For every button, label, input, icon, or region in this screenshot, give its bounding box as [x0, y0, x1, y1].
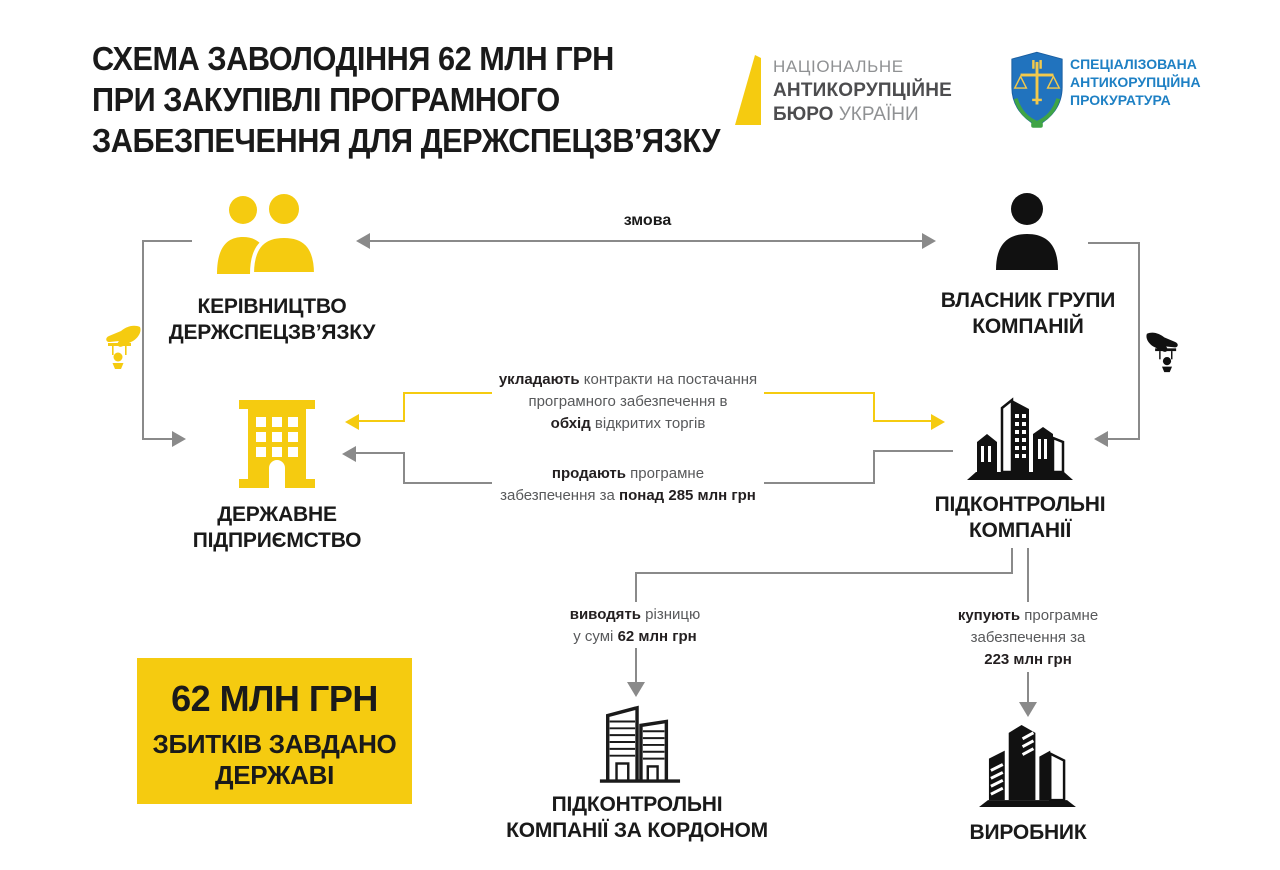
arrowhead-left-icon [1094, 431, 1108, 447]
buildings-skyline-icon [965, 392, 1075, 482]
line-segment [142, 240, 192, 242]
nabu-line-3: БЮРО УКРАЇНИ [773, 104, 919, 125]
title-line-2: ПРИ ЗАКУПІВЛІ ПРОГРАМНОГО [92, 81, 560, 118]
building-icon [236, 400, 318, 488]
nabu-line-2: АНТИКОРУПЦІЙНЕ [773, 80, 952, 101]
node-label-controlled-companies: ПІДКОНТРОЛЬНІ КОМПАНІЇ [934, 493, 1106, 542]
line-segment [1011, 548, 1013, 574]
line-segment [368, 240, 924, 242]
damage-caption: ЗБИТКІВ ЗАВДАНО ДЕРЖАВІ [152, 729, 397, 790]
contracts-note: укладають контракти на постачання програ… [492, 369, 764, 435]
line-segment [873, 450, 953, 452]
title-line-3: ЗАБЕЗПЕЧЕННЯ ДЛЯ ДЕРЖСПЕЦЗВ’ЯЗКУ [92, 122, 720, 159]
line-segment [1138, 242, 1140, 440]
two-person-icon [212, 194, 324, 274]
arrowhead-right-icon [922, 233, 936, 249]
node-label-offshore-companies: ПІДКОНТРОЛЬНІ КОМПАНІЇ ЗА КОРДОНОМ [506, 793, 768, 842]
line-segment [635, 572, 637, 602]
line-segment [403, 452, 405, 484]
puppeteer-hand-icon [1146, 330, 1188, 374]
line-segment [1027, 548, 1029, 602]
sap-logo-text: СПЕЦІАЛІЗОВАНА АНТИКОРУПЦІЙНА ПРОКУРАТУР… [1070, 55, 1201, 109]
arrowhead-down-icon [627, 682, 645, 697]
node-label-manufacturer: ВИРОБНИК [969, 821, 1087, 844]
damage-amount: 62 МЛН ГРН [171, 678, 378, 719]
sap-line-1: СПЕЦІАЛІЗОВАНА [1070, 56, 1197, 72]
title-line-1: СХЕМА ЗАВОЛОДІННЯ 62 МЛН ГРН [92, 40, 614, 77]
withdraw-note: виводять різницю у сумі 62 млн грн [535, 604, 735, 648]
sap-emblem-icon [1008, 50, 1066, 130]
line-segment [1108, 438, 1140, 440]
sap-line-2: АНТИКОРУПЦІЙНА [1070, 74, 1201, 90]
line-segment [403, 392, 405, 422]
line-segment [1027, 672, 1029, 702]
conspiracy-label: змова [623, 212, 672, 229]
line-segment [635, 572, 1013, 574]
arrowhead-left-icon [345, 414, 359, 430]
person-icon [991, 192, 1063, 270]
arrowhead-right-icon [931, 414, 945, 430]
line-segment [356, 452, 405, 454]
arrowhead-left-icon [342, 446, 356, 462]
line-segment [1088, 242, 1140, 244]
damage-box: 62 МЛН ГРН ЗБИТКІВ ЗАВДАНО ДЕРЖАВІ [137, 658, 412, 804]
line-segment [873, 420, 933, 422]
page-title: СХЕМА ЗАВОЛОДІННЯ 62 МЛН ГРН ПРИ ЗАКУПІВ… [92, 38, 720, 161]
node-label-leadership: КЕРІВНИЦТВО ДЕРЖСПЕЦЗВ’ЯЗКУ [168, 295, 376, 344]
arrowhead-left-icon [356, 233, 370, 249]
sell-note: продають програмне забезпечення за понад… [492, 463, 764, 507]
line-segment [873, 392, 875, 422]
node-label-owner: ВЛАСНИК ГРУПИ КОМПАНІЙ [940, 289, 1116, 338]
buildings-skyline-icon [979, 721, 1076, 808]
node-label-state-enterprise: ДЕРЖАВНЕ ПІДПРИЄМСТВО [192, 503, 362, 552]
arrowhead-right-icon [172, 431, 186, 447]
line-segment [873, 450, 875, 484]
buy-note: купують програмне забезпечення за 223 мл… [928, 605, 1128, 671]
arrowhead-down-icon [1019, 702, 1037, 717]
line-segment [142, 240, 144, 440]
sap-line-3: ПРОКУРАТУРА [1070, 92, 1171, 108]
nabu-line-1: НАЦІОНАЛЬНЕ [773, 57, 904, 76]
buildings-outline-icon [594, 699, 684, 785]
nabu-logo-text: НАЦІОНАЛЬНЕ АНТИКОРУПЦІЙНЕ БЮРО УКРАЇНИ [773, 55, 952, 127]
line-segment [359, 420, 405, 422]
line-segment [635, 648, 637, 682]
nabu-logo-icon [735, 55, 762, 125]
puppeteer-hand-icon [94, 324, 142, 370]
line-segment [142, 438, 174, 440]
